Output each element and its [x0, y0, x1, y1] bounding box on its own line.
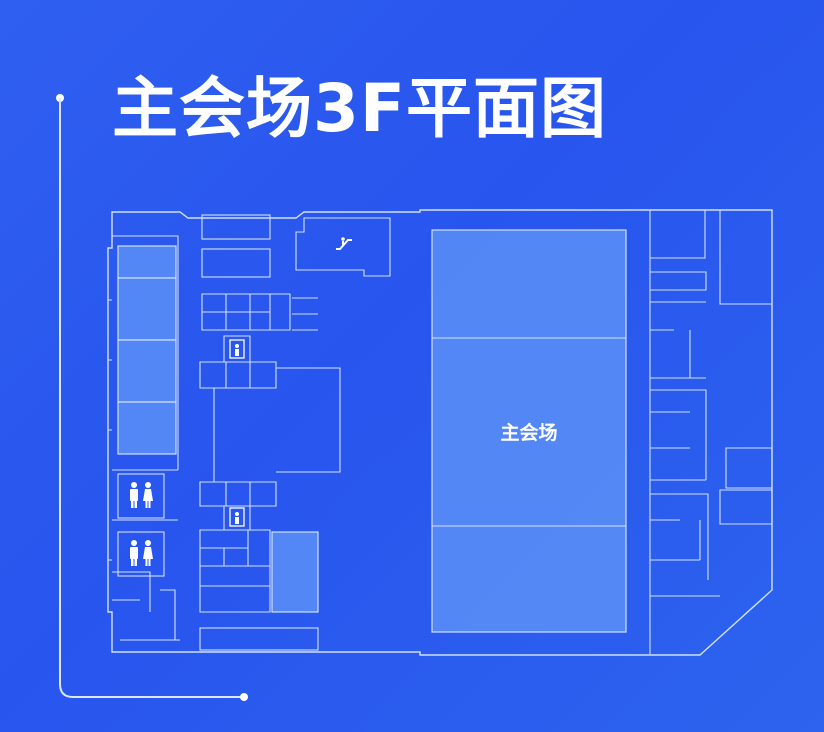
restroom-room-1	[117, 473, 165, 519]
room-lower-highlight	[271, 531, 319, 613]
elevator-lobby-bottom	[199, 481, 277, 507]
restroom-room-2	[117, 531, 165, 577]
elevator-lobby-top	[199, 361, 277, 389]
frame-path	[59, 98, 244, 698]
left-corridor-wall	[112, 235, 179, 612]
left-partitions	[108, 299, 180, 641]
room-left-2	[117, 277, 177, 341]
room-top-1	[201, 214, 271, 240]
elevator-icon	[229, 507, 245, 527]
restroom-icon	[130, 540, 153, 566]
main-hall-label: 主会场	[500, 422, 558, 444]
elevator-icon	[229, 339, 245, 359]
room-top-2	[201, 248, 271, 278]
escalator-room	[295, 217, 391, 277]
room-left-1	[117, 245, 177, 279]
small-rooms-upper	[201, 293, 318, 331]
room-left-3	[117, 339, 177, 403]
room-bottom-strip	[199, 627, 319, 651]
right-rooms	[649, 210, 773, 654]
atrium	[213, 367, 341, 483]
room-left-4	[117, 401, 177, 455]
page-title: 主会场3F平面图	[112, 70, 608, 147]
main-hall-dividers	[432, 337, 626, 527]
small-rooms-lower	[199, 529, 271, 613]
frame-dot-end	[240, 693, 248, 701]
main-hall	[431, 229, 627, 633]
restroom-icon	[130, 482, 153, 508]
escalator-icon	[336, 237, 352, 250]
building-outline	[107, 209, 773, 656]
